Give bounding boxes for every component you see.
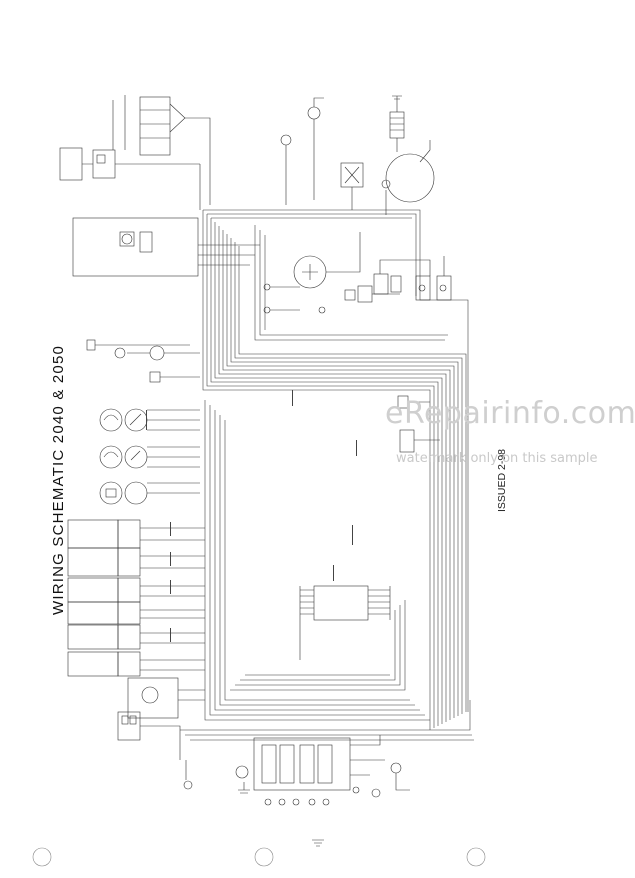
oil-pressure-switch — [280, 97, 324, 205]
control-module — [299, 585, 391, 660]
switch-panels — [67, 519, 205, 677]
relay-bank — [373, 256, 452, 301]
watermark-site: eRepairinfo.com — [385, 396, 635, 431]
binder-holes — [32, 847, 486, 867]
fuel-solenoid — [344, 285, 400, 303]
glow-plug-relay — [340, 162, 364, 210]
alternator — [293, 232, 361, 314]
ground-symbols — [238, 782, 324, 847]
gauge-sender-block — [72, 217, 300, 314]
schematic-title: WIRING SCHEMATIC 2040 & 2050 — [50, 344, 67, 615]
gauge-column — [99, 408, 200, 505]
starter-motor — [381, 140, 435, 215]
main-harness-bundle — [180, 209, 474, 741]
indicator-lamps — [86, 339, 200, 383]
sender-units — [397, 395, 440, 453]
wire-label-marks — [146, 390, 357, 642]
battery — [389, 95, 405, 152]
key-switch — [117, 677, 205, 790]
ignition-switch-block — [59, 95, 211, 210]
watermark-note: watermark only on this sample — [396, 451, 598, 466]
bottom-connector-block — [235, 735, 410, 806]
